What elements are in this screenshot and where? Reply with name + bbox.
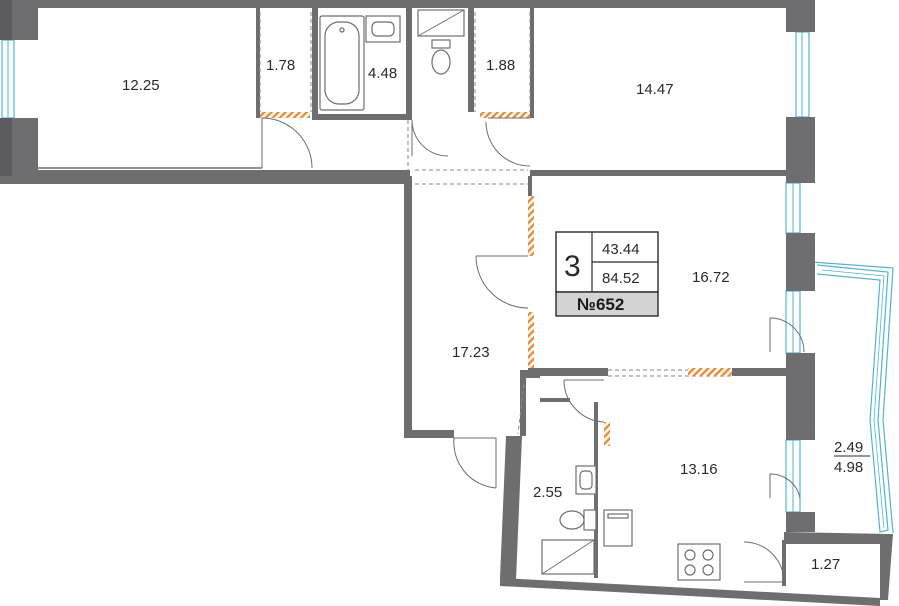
living-area: 43.44 (602, 241, 640, 258)
hatch-zones (260, 112, 732, 446)
bathtub-icon (319, 15, 365, 111)
room-area-label: 1.88 (486, 57, 515, 74)
toilet-icon (417, 9, 465, 75)
stove-icon (677, 543, 721, 581)
room-area-label: 13.16 (680, 461, 718, 478)
apartment-badge: 3 43.44 84.52 №652 (555, 231, 659, 317)
room-area-label: 1.27 (811, 556, 840, 573)
rooms-count: 3 (564, 250, 581, 283)
shower-icon (541, 539, 595, 575)
window-left (1, 39, 15, 119)
room-area-label: 1.78 (266, 57, 295, 74)
window-right-mid (785, 182, 801, 234)
room-area-label: 14.47 (636, 81, 674, 98)
balcony-frame (811, 261, 894, 534)
dashed-openings (259, 12, 732, 435)
sink-icon-2 (575, 465, 597, 495)
window-right-low (785, 290, 801, 354)
doors (261, 117, 805, 583)
room-area-label: 2.55 (533, 484, 562, 501)
apartment-number: №652 (577, 295, 624, 314)
room-area-label: 12.25 (122, 77, 160, 94)
washing-machine-icon (603, 509, 633, 547)
room-area-label: 4.48 (368, 65, 397, 82)
balcony-area-top: 2.49 (834, 439, 863, 456)
room-area-label: 16.72 (692, 269, 730, 286)
total-area: 84.52 (602, 270, 640, 287)
room-area-label: 17.23 (452, 344, 490, 361)
sink-icon (365, 15, 401, 43)
window-right-kitchen (785, 439, 801, 513)
toilet-icon-2 (559, 509, 597, 531)
window-right-top (795, 31, 810, 118)
balcony-area-bottom: 4.98 (834, 459, 863, 476)
